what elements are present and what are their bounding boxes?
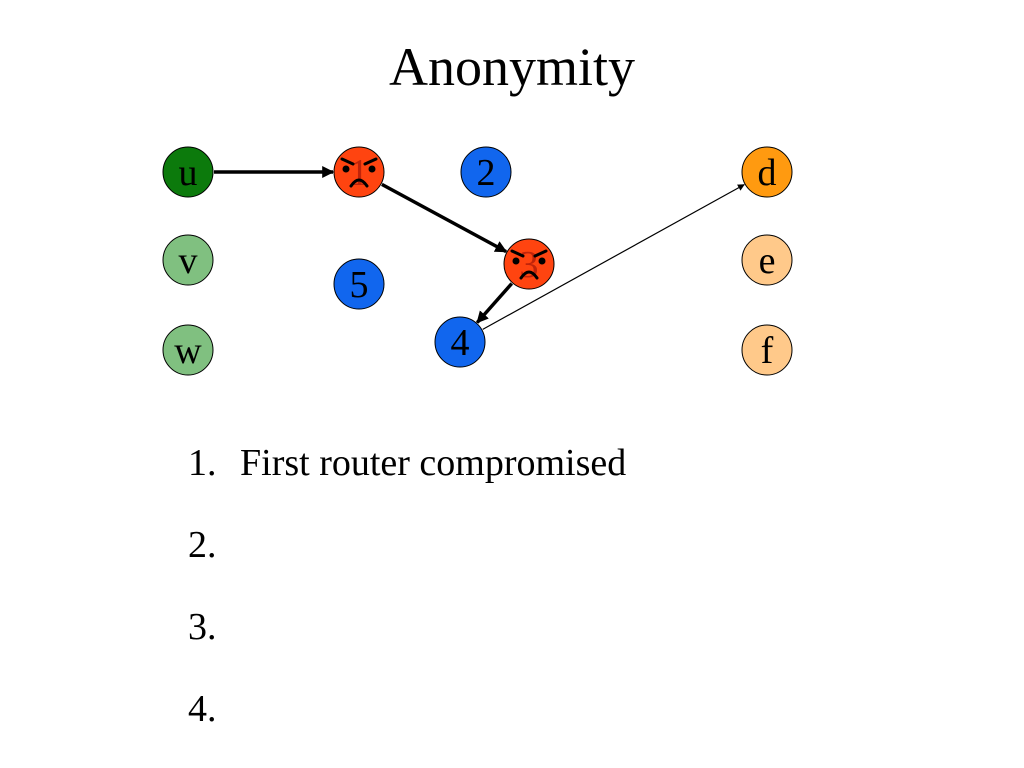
- onion-routing-diagram: u v w 1 2 3 4 5 d e f: [162, 146, 793, 376]
- node-f: f: [741, 324, 793, 376]
- node-layer: u v w 1 2 3 4 5 d e f: [162, 146, 793, 376]
- node-label: u: [179, 152, 198, 194]
- list-item-text: First router compromised: [240, 442, 627, 484]
- node-circle: [741, 234, 793, 286]
- list-item: 1. First router compromised: [188, 438, 626, 520]
- list-item: 2.: [188, 520, 626, 602]
- edge-layer: [214, 166, 745, 330]
- node-label: d: [758, 152, 777, 194]
- node-label: e: [759, 240, 776, 282]
- node-label: 2: [477, 152, 496, 194]
- node-v: v: [162, 234, 214, 286]
- node-label: 5: [350, 264, 369, 306]
- node-r4: 4: [434, 316, 486, 368]
- node-circle: [162, 234, 214, 286]
- node-circle: [460, 146, 512, 198]
- node-label: w: [174, 330, 202, 372]
- list-item-number: 2.: [188, 524, 217, 566]
- node-d: d: [741, 146, 793, 198]
- list-item-number: 1.: [188, 442, 217, 484]
- node-circle: [434, 316, 486, 368]
- list-item: 4.: [188, 684, 626, 766]
- edge-r3-r4: [475, 282, 514, 324]
- node-circle: [162, 324, 214, 376]
- angry-face-icon: [510, 249, 548, 280]
- slide-title: Anonymity: [388, 37, 635, 97]
- node-r2: 2: [460, 146, 512, 198]
- node-circle: [162, 146, 214, 198]
- node-r5: 5: [333, 258, 385, 310]
- node-r1: 1: [333, 146, 385, 198]
- list-item-number: 4.: [188, 688, 217, 730]
- angry-face-icon: [340, 157, 378, 188]
- node-w: w: [162, 324, 214, 376]
- edge-r4-d: [482, 184, 745, 330]
- node-label: 1: [350, 152, 369, 194]
- node-label: 3: [520, 244, 539, 286]
- list-item: 3.: [188, 602, 626, 684]
- list-item-number: 3.: [188, 606, 217, 648]
- node-circle: [333, 258, 385, 310]
- edge-r1-r3: [381, 182, 508, 254]
- node-label: f: [761, 330, 774, 372]
- node-circle: [741, 146, 793, 198]
- node-r3: 3: [503, 238, 555, 290]
- node-label: 4: [451, 322, 470, 364]
- node-label: v: [179, 240, 198, 282]
- step-list: 1. First router compromised 2. 3. 4.: [188, 438, 626, 766]
- node-u: u: [162, 146, 214, 198]
- node-e: e: [741, 234, 793, 286]
- node-circle: [741, 324, 793, 376]
